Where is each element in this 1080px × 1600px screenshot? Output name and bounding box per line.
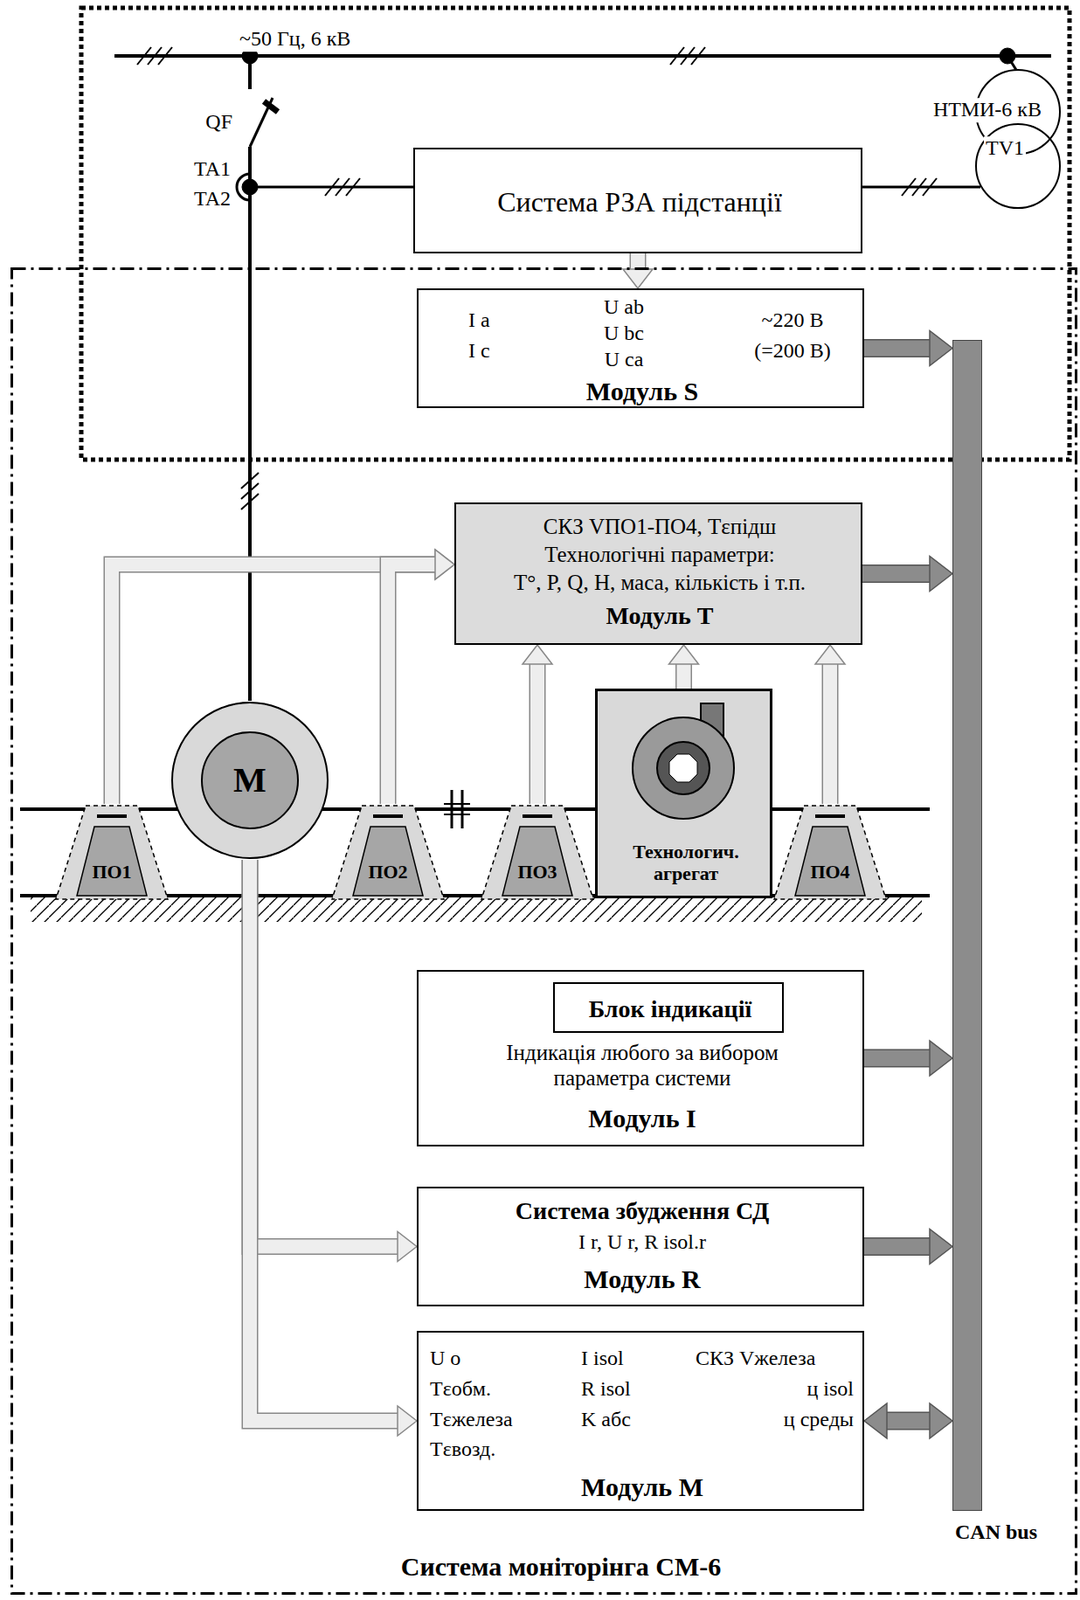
module-i: Індикація любого за вибором параметра си… [416, 969, 865, 1147]
monitoring-system-region: Система моніторінга СМ-6I aI cU abU bcU … [10, 267, 1078, 1595]
signal-arrow [623, 253, 653, 289]
bearing-support: ПО1 [55, 803, 169, 900]
node-text: Система РЗА підстанції [497, 186, 783, 219]
node-text: U ab [603, 295, 644, 320]
diagram-label: QF [203, 110, 235, 135]
node-text: (=200 В) [754, 339, 831, 364]
bearing-support: ПО2 [331, 803, 445, 900]
node-text: СКЗ Vжелеза [695, 1346, 816, 1371]
tech-aggregate: Технологич. агрегат [595, 688, 773, 899]
node-text: Технологич. агрегат [611, 840, 761, 886]
support-symbol [331, 803, 445, 900]
node-text: ПО4 [810, 860, 850, 883]
module-t: СКЗ VПО1-ПО4, TεпідшТехнологічні парамет… [454, 502, 863, 645]
node-text: U o [429, 1346, 461, 1371]
node-text: CAN bus [955, 1520, 1038, 1545]
node-text: M [233, 760, 267, 801]
bus-arrow [864, 1229, 953, 1265]
module-s: I a I c U abU bcU ca ~220 В (=200 В) Модуль S [416, 288, 865, 409]
node-text: U ca [604, 347, 644, 373]
circuit-breaker-qf [249, 55, 278, 147]
rza-box: Система РЗА підстанції [413, 147, 863, 254]
node-text: I r, U r, R isol.r [578, 1230, 707, 1255]
support-symbol [55, 803, 169, 900]
module-m: U o Tεобм. TεжелезаTεвозд. I isol R isol K аб… [416, 1330, 865, 1511]
node-text: Блок індикації [588, 995, 753, 1024]
bus-arrow [864, 1403, 953, 1439]
substation-region-border [81, 7, 1070, 460]
node-text: ПО1 [91, 860, 132, 883]
node-text: Tεвозд. [429, 1437, 496, 1462]
module-r: Система збудження СД I r, U r, R isol.rМо… [416, 1186, 865, 1307]
node-text: Модуль I [588, 1103, 696, 1135]
node-text: Модуль T [606, 602, 714, 630]
diagram-label: TA1 [192, 157, 233, 182]
diagram-label: TA2 [192, 186, 233, 212]
support-symbol [773, 803, 887, 900]
diagram-label: ~50 Гц, 6 кВ [237, 27, 353, 52]
node-text: ПО2 [367, 860, 408, 883]
node-text: Модуль R [583, 1264, 700, 1295]
signal-arrow [249, 859, 417, 1436]
signal-arrow [249, 859, 417, 1262]
node-text: ПО3 [517, 860, 557, 883]
bearing-support: ПО3 [480, 803, 595, 900]
node-text: Система моніторінга СМ-6 [401, 1551, 721, 1583]
motor-circle: M [170, 700, 330, 860]
node-text: ~220 В [761, 308, 824, 333]
node-text: ц isol [806, 1377, 854, 1402]
bearing-support: ПО4 [773, 803, 887, 900]
signal-arrow [669, 644, 700, 689]
signal-arrow [815, 644, 845, 804]
node-text: I a [468, 308, 491, 333]
node-text: Індикація любого за вибором параметра си… [467, 1040, 817, 1092]
signal-arrow [522, 644, 553, 804]
node-text: T°, P, Q, H, маса, кількість і т.п. [513, 570, 806, 596]
diagram-label: TV1 [983, 136, 1026, 161]
node-text: U bc [603, 321, 644, 347]
indication-block: Блок індикації [553, 982, 784, 1033]
bus-arrow [862, 556, 953, 592]
node-text: ц среды [783, 1407, 854, 1433]
node-text: Система збудження СД [515, 1197, 769, 1226]
voltage-transformer-tv1 [862, 55, 1060, 208]
diagram-label: НТМИ-6 кВ [931, 97, 1044, 123]
node-text: Модуль M [581, 1472, 704, 1503]
bus-arrow [864, 331, 953, 367]
bus-arrow [864, 1040, 953, 1076]
node-text: СКЗ VПО1-ПО4, Tεпідш [543, 514, 776, 540]
node-text: R isol [581, 1377, 631, 1402]
node-text: K абс [581, 1407, 631, 1433]
node-text: Модуль S [586, 376, 699, 408]
node-text: Технологічні параметри: [544, 542, 776, 568]
node-text: I c [468, 339, 491, 364]
node-text: Tεобм. [429, 1377, 492, 1402]
support-symbol [480, 803, 595, 900]
signal-arrow [387, 549, 455, 804]
shaft-and-ground [20, 789, 930, 922]
can-bus: CAN bus [952, 339, 983, 1511]
node-text: I isol [581, 1346, 624, 1371]
node-text: Tεжелеза [429, 1407, 513, 1433]
